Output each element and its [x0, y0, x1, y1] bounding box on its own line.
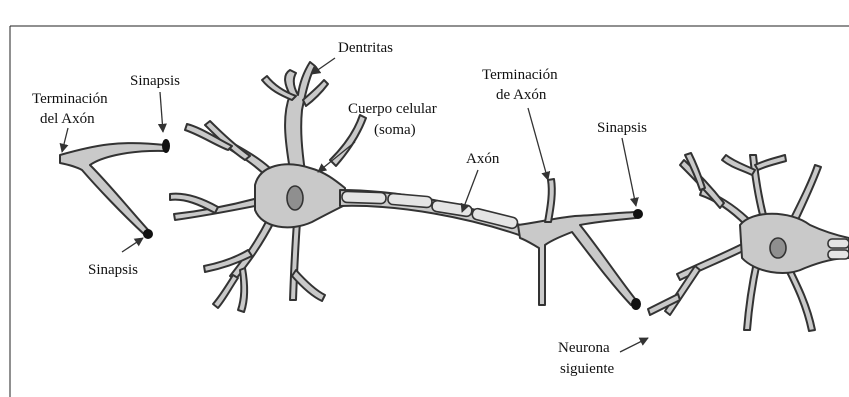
main-nucleus: [287, 186, 303, 210]
next-neuron: [648, 153, 849, 331]
synapse-terminal-right-top: [633, 209, 643, 219]
label-terminacion-left-1: Terminación: [32, 91, 108, 107]
arrow-neurona-siguiente: [620, 338, 648, 352]
synapse-terminal-bottom-left: [143, 229, 153, 239]
label-cuerpo-1: Cuerpo celular: [348, 101, 437, 117]
label-terminacion-left-2: del Axón: [40, 111, 95, 127]
axon: [340, 190, 522, 236]
synapse-terminal-top-left: [162, 139, 170, 153]
label-axon: Axón: [466, 151, 500, 167]
axon-terminal-mid: [518, 179, 643, 310]
arrow-sinapsis-bottom-left: [122, 238, 143, 252]
main-neuron: [170, 62, 366, 312]
label-sinapsis-bottom-left: Sinapsis: [88, 262, 138, 278]
label-sinapsis-right: Sinapsis: [597, 120, 647, 136]
myelin-segment-1: [342, 191, 386, 204]
label-cuerpo-2: (soma): [374, 122, 416, 138]
label-neurona-1: Neurona: [558, 340, 610, 356]
label-neurona-2: siguiente: [560, 361, 614, 377]
label-terminacion-mid-2: de Axón: [496, 87, 547, 103]
arrow-cuerpo-celular: [318, 142, 355, 172]
next-myelin-segment: [828, 239, 849, 248]
label-sinapsis-top-left: Sinapsis: [130, 73, 180, 89]
previous-axon-terminal: [60, 139, 170, 239]
label-terminacion-mid-1: Terminación: [482, 67, 558, 83]
arrow-terminacion-left: [62, 128, 68, 152]
synapse-terminal-right-bottom: [631, 298, 641, 310]
arrow-sinapsis-right: [622, 138, 636, 206]
arrow-sinapsis-top-left: [160, 92, 163, 132]
arrow-terminacion-mid: [528, 108, 548, 180]
next-nucleus: [770, 238, 786, 258]
next-myelin-segment-2: [828, 250, 849, 259]
label-dendritas: Dentritas: [338, 40, 393, 56]
